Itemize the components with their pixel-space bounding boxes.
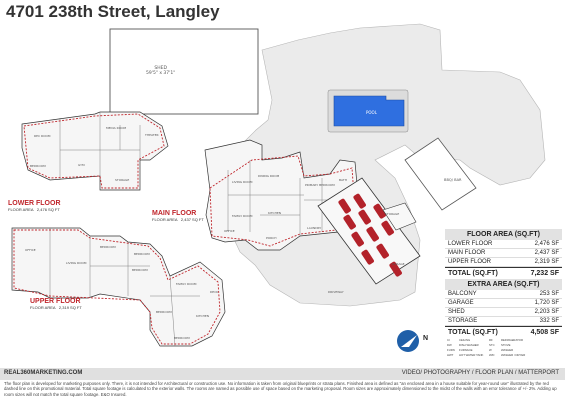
upper-floor-area-label: FLOOR AREA — [30, 305, 56, 310]
lower-finished-line — [23, 113, 165, 189]
compass-arrow-icon — [401, 335, 417, 347]
upper-bedroom-5-label: BEDROOM — [174, 336, 190, 340]
disclaimer-text: The floor plan is developed for marketin… — [4, 381, 557, 397]
upper-family-label: FAMILY ROOM — [176, 282, 197, 286]
floor-plan-drawing — [11, 23, 546, 352]
pool-label: POOL — [366, 110, 377, 115]
floor-area-total: TOTAL (SQ.FT)7,232 SF — [445, 267, 562, 279]
media-room-label: MEDIA ROOM — [106, 126, 127, 130]
lower-floor-caption: LOWER FLOOR FLOOR AREA 2,476 SQ FT — [8, 200, 61, 212]
rec-room-label: REC ROOM — [34, 134, 51, 138]
main-floor-name: MAIN FLOOR — [152, 210, 197, 217]
floor-area-heading: FLOOR AREA (SQ.FT) — [445, 229, 562, 240]
gym-label: GYM — [78, 163, 85, 167]
footer-bar — [0, 368, 565, 380]
lower-bedroom-label: BEDROOM — [30, 164, 46, 168]
main-floor-area-label: FLOOR AREA — [152, 217, 178, 222]
bbq-label: BBQ/ BAR — [444, 178, 462, 182]
main-floor-area-value: 2,437 SQ FT — [180, 217, 204, 222]
living-room-label: LIVING ROOM — [232, 180, 253, 184]
upper-bedroom-4-label: BEDROOM — [156, 310, 172, 314]
dining-room-label: DINING ROOM — [258, 174, 280, 178]
garage-label: GARAGE — [392, 262, 405, 266]
extra-area-total: TOTAL (SQ.FT)4,508 SF — [445, 326, 562, 338]
upper-floor-area-value: 2,319 SQ FT — [58, 305, 82, 310]
main-bath-label: BATH — [339, 178, 347, 182]
page-title: 4701 238th Street, Langley — [6, 2, 220, 21]
upper-bedroom-3-label: BEDROOM — [132, 268, 148, 272]
shed-outline — [109, 28, 259, 115]
upper-office-label: OFFICE — [25, 248, 36, 252]
pool-water — [333, 95, 405, 127]
lower-floor-plan — [21, 111, 169, 191]
lower-floor-area-value: 2,476 SQ FT — [36, 207, 60, 212]
family-room-label: FAMILY ROOM — [232, 214, 253, 218]
bbq-building — [404, 137, 477, 211]
compass-icon — [397, 330, 419, 352]
deck-label: DECK — [210, 290, 219, 294]
driveway-label: DRIVEWAY — [328, 290, 344, 294]
services-text: VIDEO/ PHOTOGRAPHY / FLOOR PLAN / MATTER… — [401, 370, 559, 376]
lower-storage-label: STORAGE — [115, 178, 130, 182]
upper-bedroom-1-label: BEDROOM — [100, 245, 116, 249]
website-link[interactable]: REAL360MARKETING.COM — [4, 370, 83, 376]
garage-cars — [338, 193, 402, 277]
compass-north-label: N — [423, 335, 429, 342]
upper-floor-caption: UPPER FLOOR FLOOR AREA 2,319 SQ FT — [30, 298, 82, 310]
upper-bedroom-2-label: BEDROOM — [134, 252, 150, 256]
upper-living-label: LIVING ROOM — [66, 261, 87, 265]
office-label: OFFICE — [224, 229, 235, 233]
laundry-label: LAUNDRY — [307, 226, 322, 230]
lower-floor-name: LOWER FLOOR — [8, 200, 61, 207]
storage-outline — [382, 202, 417, 231]
upper-floor-plan — [11, 227, 226, 347]
kitchen-label: KITCHEN — [268, 211, 281, 215]
upper-finished-line — [13, 229, 221, 345]
upper-floor-name: UPPER FLOOR — [30, 298, 81, 305]
theater-label: THEATER — [145, 133, 159, 137]
upper-kitchen-label: KITCHEN — [196, 314, 209, 318]
main-floor-caption: MAIN FLOOR FLOOR AREA 2,437 SQ FT — [152, 210, 204, 222]
shed-dimension: 59'5" x 37'1" — [146, 71, 176, 76]
extra-area-heading: EXTRA AREA (SQ.FT) — [445, 279, 562, 290]
primary-bedroom-label: PRIMARY BEDROOM — [305, 183, 335, 187]
shed-label: SHED — [154, 66, 167, 71]
storage-label: STORAGE — [385, 212, 400, 216]
porch-label: PORCH — [266, 236, 277, 240]
lower-floor-area-label: FLOOR AREA — [8, 207, 34, 212]
